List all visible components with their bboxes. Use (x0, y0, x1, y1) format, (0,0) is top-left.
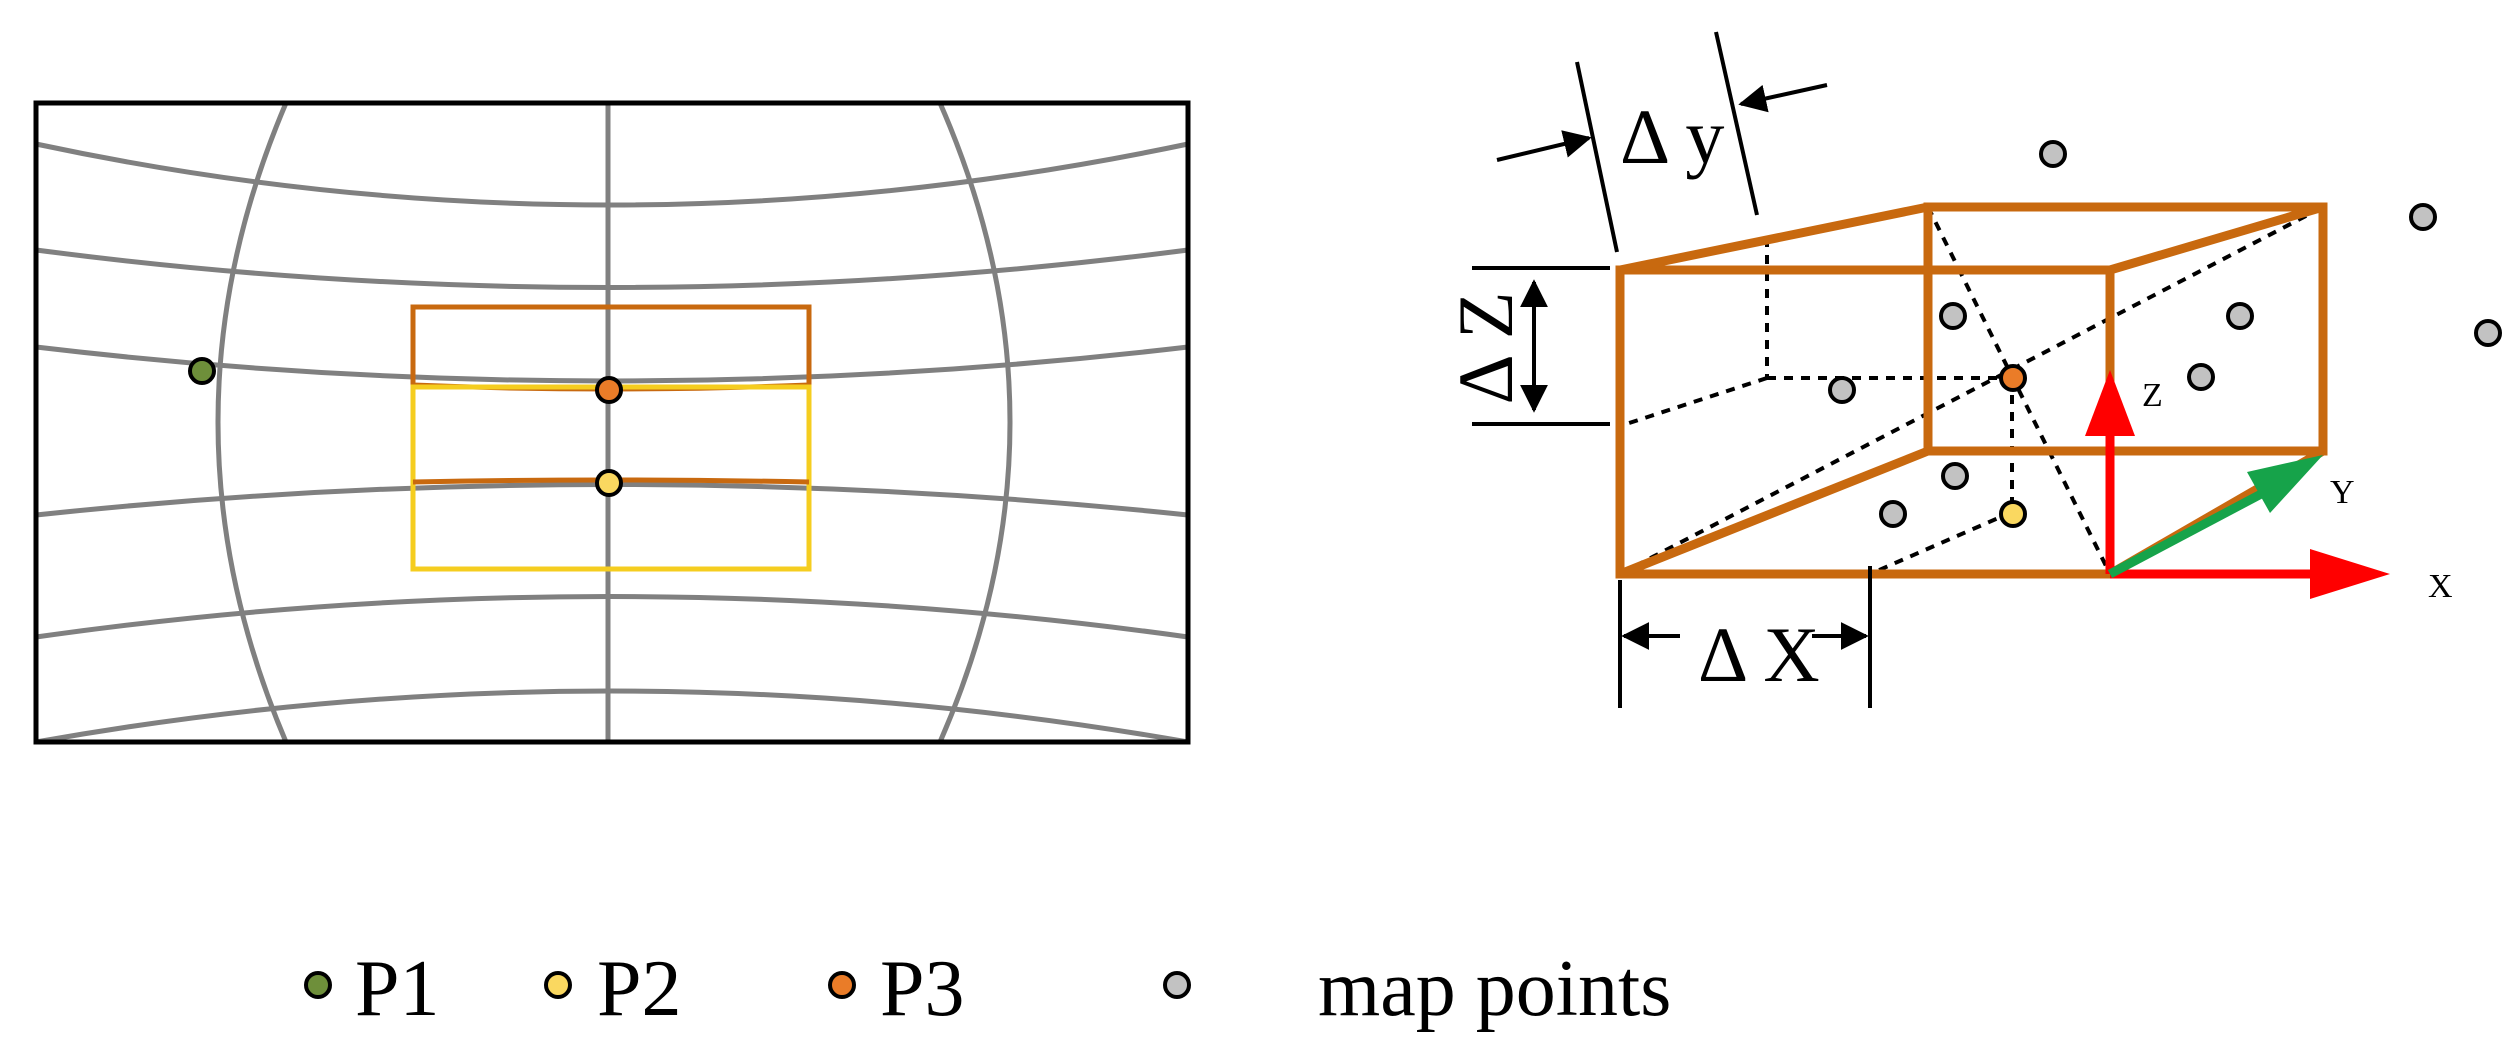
map-points-3d (1828, 140, 2502, 528)
box-edge-bottom-left (1618, 446, 1930, 579)
delta-z-label: Δ Z (1442, 291, 1529, 404)
delta-y-extension-right (1714, 31, 1759, 216)
map-point (1879, 500, 1907, 528)
point-p3-3d (1999, 364, 2027, 392)
map-point (1939, 302, 1967, 330)
hidden-edge-back-left (1619, 376, 1768, 428)
axis-y-arrowhead (2247, 455, 2323, 513)
box-edge-top-left (1619, 202, 1929, 275)
map-point (2226, 302, 2254, 330)
delta-y-extension-left (1575, 61, 1619, 253)
legend-marker-p2 (544, 971, 572, 999)
map-point (2187, 363, 2215, 391)
map-point (2409, 203, 2437, 231)
map-point (2474, 319, 2502, 347)
dimension-delta-y (1496, 31, 1828, 253)
delta-y-label: Δ y (1620, 93, 1724, 180)
box-edge-top-right (2108, 202, 2325, 275)
coordinate-axes: X Y Z (2085, 370, 2453, 605)
legend: P1 P2 P3 map points (304, 945, 1671, 1033)
point-p2-left (595, 469, 623, 497)
grid-col-1 (215, 102, 289, 743)
dimension-delta-x (1618, 566, 1872, 708)
axis-y-shaft (2107, 489, 2266, 578)
axis-x-arrowhead (2310, 549, 2390, 599)
axis-z-label: Z (2142, 377, 2163, 414)
dimension-delta-z (1472, 266, 1610, 426)
legend-marker-p1 (304, 971, 332, 999)
map-point (1941, 462, 1969, 490)
distortion-grid (35, 101, 1189, 745)
legend-label-map-points: map points (1318, 945, 1671, 1033)
axis-z-arrowhead (2085, 370, 2135, 436)
projection-base (1869, 510, 2013, 576)
legend-label-p3: P3 (880, 945, 965, 1033)
grid-row-2 (35, 247, 1189, 290)
box-back-face-right (1923, 202, 2328, 456)
legend-label-p2: P2 (597, 945, 682, 1033)
map-point (1828, 376, 1856, 404)
grid-col-3 (937, 101, 1013, 744)
legend-marker-map-points (1163, 971, 1191, 999)
axis-y-label: Y (2330, 474, 2355, 511)
distorted-image-panel (33, 100, 1191, 745)
grid-row-5 (35, 594, 1189, 640)
point-p1-left (188, 357, 216, 385)
point-p2-3d (1999, 500, 2027, 528)
delta-y-arrow-right (1738, 83, 1828, 113)
legend-label-p1: P1 (355, 945, 440, 1033)
legend-marker-p3 (828, 971, 856, 999)
3d-box-panel: X Y Z Δ y Δ Z Δ X (1442, 31, 2502, 708)
grid-row-6 (35, 688, 1189, 745)
axis-x-label: X (2428, 568, 2453, 605)
body-diagonal (1619, 205, 2324, 576)
image-frame (33, 100, 1191, 745)
delta-y-arrow-left (1496, 130, 1592, 162)
map-point (2039, 140, 2067, 168)
box-edges (1615, 202, 2328, 579)
grid-row-1 (35, 141, 1189, 208)
point-p3-left (595, 376, 623, 404)
delta-x-label: Δ X (1698, 611, 1820, 698)
